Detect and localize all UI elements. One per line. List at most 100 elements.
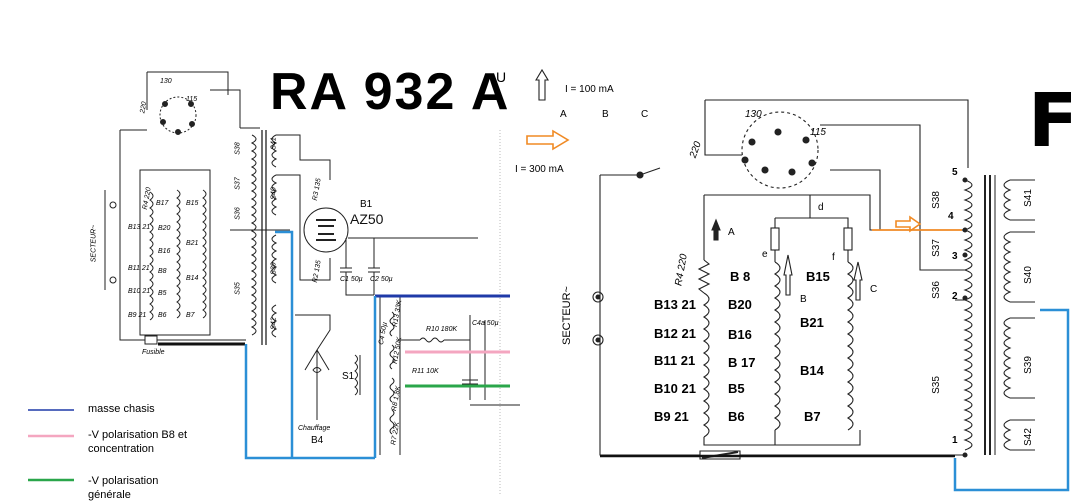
heater-label: Chauffage xyxy=(298,425,331,432)
mid-coil-label: B6 xyxy=(158,312,167,319)
abc-c: C xyxy=(641,109,649,120)
legend-swatches xyxy=(28,409,74,482)
edge-big-letter: F xyxy=(1028,78,1071,164)
mid-coil-label: B20 xyxy=(158,225,171,232)
right-right-label: B21 xyxy=(800,315,824,330)
right-right-label: B7 xyxy=(804,409,821,424)
schematic-title: RA 932 A xyxy=(270,63,511,121)
current-a-label: I = 100 mA xyxy=(565,84,614,95)
right-coil-3 xyxy=(846,261,854,431)
cap-label: C2 50µ xyxy=(370,276,393,283)
right-selector-115: 115 xyxy=(810,127,826,138)
right-colored-wires xyxy=(600,215,1070,492)
branch-a: A xyxy=(728,227,735,238)
right-coil-label: B14 xyxy=(186,275,199,282)
right-winding: S36 xyxy=(930,281,942,299)
right-mid-label: B 8 xyxy=(730,269,751,284)
legend-masse: masse chasis xyxy=(88,403,155,415)
right-winding: S35 xyxy=(930,376,942,394)
legend-generale: -V polarisation générale xyxy=(88,475,159,501)
left-coil-label: B17 xyxy=(156,200,169,207)
right-right-label: B15 xyxy=(806,269,830,284)
left-coil-1 xyxy=(149,191,154,321)
left-schematic xyxy=(104,71,520,495)
left-coil-label: B9 21 xyxy=(128,312,147,319)
current-b-label: I = 300 mA xyxy=(515,164,564,175)
left-coil-3 xyxy=(202,189,207,319)
right-coil-label: B10 21 xyxy=(654,381,696,396)
left-coil-label: B11 21 xyxy=(128,265,150,272)
tube-type: AZ50 xyxy=(350,211,384,227)
right-selector-130: 130 xyxy=(745,109,762,120)
right-coil-label: B13 21 xyxy=(654,297,696,312)
legend-b8: -V polarisation B8 et concentration xyxy=(88,429,188,455)
transformer-pin: 2 xyxy=(952,291,958,302)
current-arrow-right-top xyxy=(526,129,570,151)
left-winding: S36 xyxy=(234,207,242,220)
right-coil-label: B7 xyxy=(186,312,195,319)
mid-coil-label: B8 xyxy=(158,268,167,275)
branch-c: C xyxy=(870,284,878,295)
right-winding: S41 xyxy=(1022,189,1034,207)
left-coil-2 xyxy=(176,189,181,319)
left-winding: S38 xyxy=(234,142,242,155)
left-winding: S35 xyxy=(234,282,242,295)
mid-coil-label: B16 xyxy=(158,248,171,255)
choke-label: S1 xyxy=(342,371,355,382)
tube-name: B1 xyxy=(360,199,373,210)
heater-name: B4 xyxy=(311,435,324,446)
right-mid-label: B 17 xyxy=(728,355,756,370)
right-winding: S42 xyxy=(1022,428,1034,446)
resistor-label: R11 10K xyxy=(412,368,439,375)
right-selector-wheel xyxy=(741,111,819,189)
right-right-label: B14 xyxy=(800,363,824,378)
left-winding: S42 xyxy=(270,317,278,330)
orange-current-arrow xyxy=(895,215,922,233)
right-mid-label: B6 xyxy=(728,409,745,424)
left-transformer-primary xyxy=(250,134,257,336)
right-winding: S40 xyxy=(1022,266,1034,284)
abc-b: B xyxy=(602,109,609,120)
left-coil-label: B10 21 xyxy=(128,288,151,295)
right-sector-label: SECTEUR~ xyxy=(561,286,573,345)
right-coil-label: B11 21 xyxy=(654,353,696,368)
resistor-label: R10 180K xyxy=(426,326,458,333)
left-colored-wires xyxy=(158,230,510,460)
cyan-wire-right xyxy=(953,308,1070,492)
right-mid-label: B16 xyxy=(728,327,752,342)
right-mid-label: B20 xyxy=(728,297,752,312)
cyan-wire-left xyxy=(244,344,375,460)
current-arrow-up xyxy=(535,68,549,101)
right-schematic xyxy=(526,68,1035,460)
right-coil-2 xyxy=(773,261,781,431)
abc-a: A xyxy=(560,109,567,120)
transformer-pin: 4 xyxy=(948,211,954,222)
left-fuse xyxy=(144,335,158,345)
transformer-pin: 5 xyxy=(952,167,958,178)
left-selector-130: 130 xyxy=(160,78,172,85)
rectifier-tube-az50 xyxy=(303,207,349,253)
left-transformer-secondary xyxy=(271,134,278,338)
right-winding: S38 xyxy=(930,191,942,209)
fuse-label: Fusible xyxy=(142,349,165,356)
transformer-pin: 1 xyxy=(952,435,958,446)
edge-label: U xyxy=(496,69,507,85)
branch-b: B xyxy=(800,294,807,305)
transformer-pin: 3 xyxy=(952,251,958,262)
right-winding: S37 xyxy=(930,239,942,257)
cyan-wire-core xyxy=(275,230,294,458)
junction-e: e xyxy=(762,249,768,260)
right-coil-1 xyxy=(702,292,710,438)
left-winding: S41 xyxy=(270,137,278,150)
right-transformer-primary xyxy=(963,179,973,451)
junction-f: f xyxy=(832,252,835,263)
cap-label: C1 50µ xyxy=(340,276,363,283)
mid-coil-label: B5 xyxy=(158,290,167,297)
junction-d: d xyxy=(818,202,824,213)
left-winding: S40 xyxy=(270,187,278,200)
cap-label: C4a 50µ xyxy=(472,320,499,327)
left-winding: S37 xyxy=(234,177,242,190)
left-winding: S39 xyxy=(270,262,278,275)
left-sector-label: SECTEUR~ xyxy=(90,224,98,263)
